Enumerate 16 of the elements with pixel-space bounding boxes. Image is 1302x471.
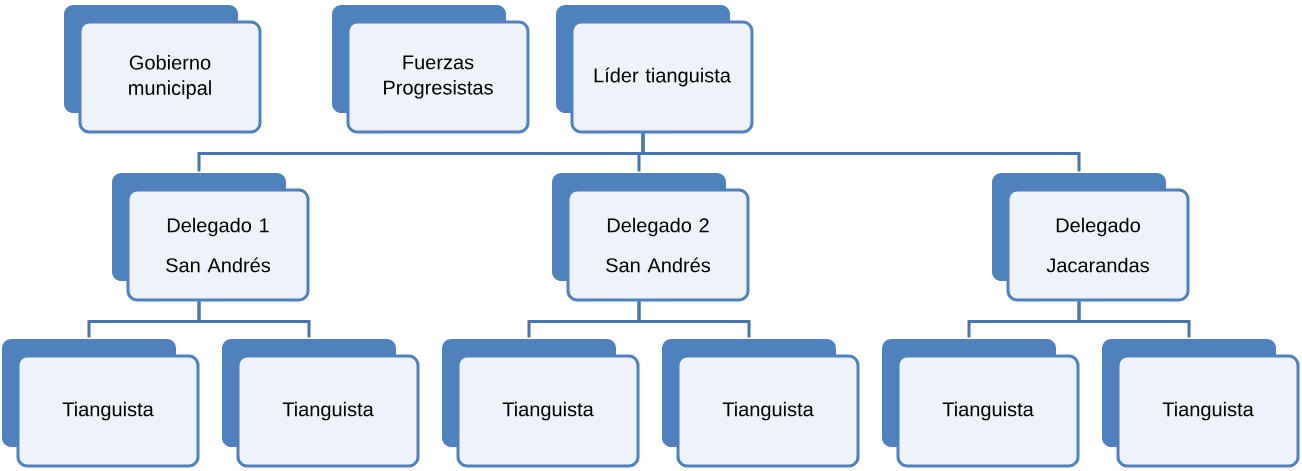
org-box: Fuerzas Progresistas — [332, 5, 530, 134]
org-box: Gobierno municipal — [64, 5, 262, 134]
org-box: Tianguista — [2, 339, 200, 468]
connector-line — [1077, 301, 1191, 338]
org-box: Tianguista — [442, 339, 640, 468]
connector-line — [637, 301, 751, 338]
org-box: Líder tianguista — [556, 5, 754, 134]
org-box: Tianguista — [882, 339, 1080, 468]
connector-line — [197, 301, 311, 338]
org-box: Delegado 2 San Andrés — [552, 173, 750, 302]
org-box: Delegado 1 San Andrés — [112, 173, 310, 302]
org-box: Tianguista — [662, 339, 860, 468]
org-box: Tianguista — [1102, 339, 1300, 468]
org-box: Tianguista — [222, 339, 420, 468]
org-box: Delegado Jacarandas — [992, 173, 1190, 302]
connector-line — [641, 133, 1081, 172]
